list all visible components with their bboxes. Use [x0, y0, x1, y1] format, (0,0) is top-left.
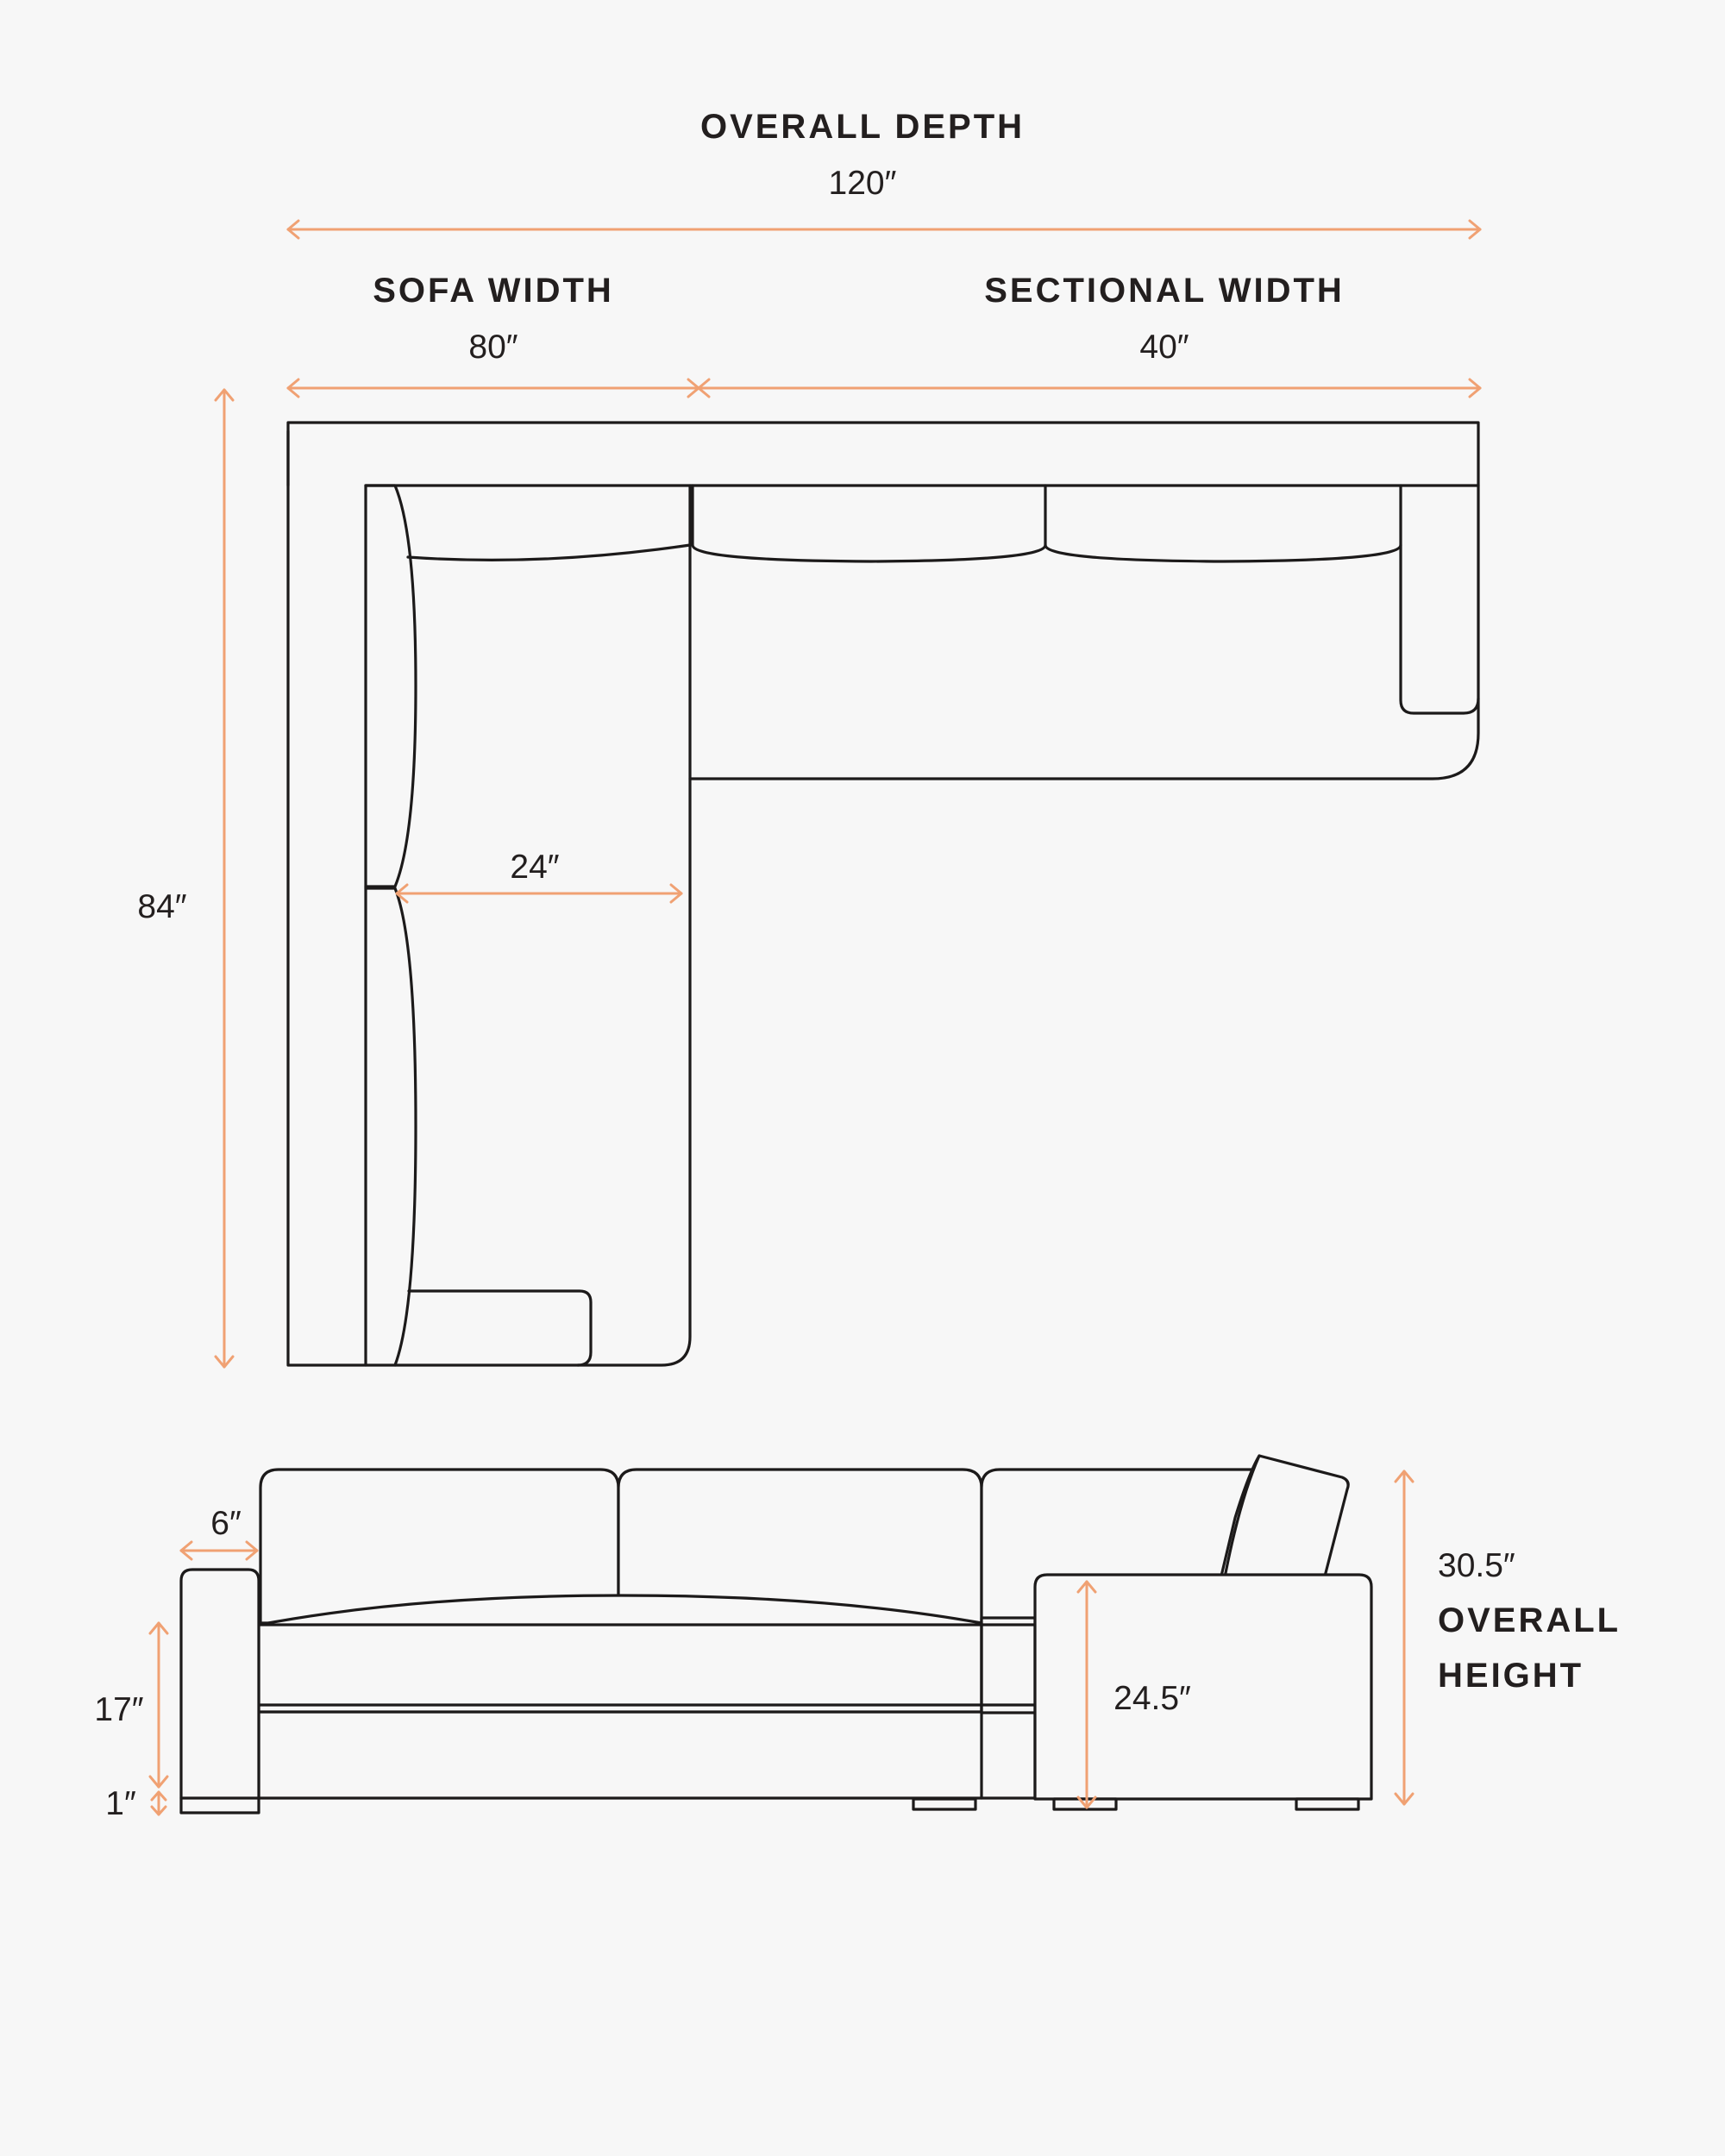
top-view-right-arm	[1399, 484, 1480, 715]
seat-depth-arrow	[395, 883, 683, 904]
arm-width-arrow	[179, 1540, 259, 1561]
top-view-chaise-arm	[407, 1289, 593, 1367]
top-view-outer-frame	[286, 421, 1480, 1367]
sectional-width-value: 40″	[1139, 329, 1189, 366]
top-view-chaise-side-cushion-1	[364, 484, 417, 888]
arm-width-value: 6″	[210, 1505, 242, 1542]
dimension-lines	[148, 219, 1482, 1816]
front-view-chaise-seat	[980, 1616, 1037, 1714]
front-view-leg-3	[1295, 1797, 1360, 1811]
arm-height-arrow	[1076, 1580, 1097, 1809]
leg-height-value: 1″	[105, 1785, 136, 1822]
front-view-base	[257, 1710, 1037, 1800]
sectional-width-arrow	[697, 378, 1482, 398]
dimension-labels: OVERALL DEPTH 120″ SOFA WIDTH 80″ SECTIO…	[94, 108, 1621, 1822]
front-view-right-arm	[1033, 1573, 1373, 1801]
top-view-chaise-back-cushion-top	[406, 543, 692, 561]
front-view-throw-pillow-edge	[1216, 1454, 1261, 1625]
seat-depth-value: 24″	[510, 849, 559, 886]
front-view-seat-cushion	[257, 1594, 983, 1714]
overall-height-arrow	[1394, 1470, 1414, 1806]
overall-height-label-line1: OVERALL	[1438, 1601, 1621, 1639]
depth-value: 84″	[137, 888, 186, 925]
sofa-width-value: 80″	[468, 329, 518, 366]
top-view	[286, 421, 1480, 1367]
front-view-leg-1	[912, 1797, 977, 1811]
seat-height-arrow	[148, 1621, 169, 1789]
overall-depth-value: 120″	[829, 165, 897, 202]
top-view-back-cushion-2	[1044, 543, 1402, 563]
front-view	[179, 1454, 1373, 1814]
leg-height-arrow	[150, 1790, 167, 1816]
depth-arrow	[214, 388, 235, 1369]
overall-depth-arrow	[286, 219, 1482, 240]
sofa-width-label: SOFA WIDTH	[373, 272, 614, 310]
top-view-chaise-side-cushion-2	[364, 887, 417, 1367]
overall-depth-label: OVERALL DEPTH	[700, 108, 1025, 146]
top-view-back-cushion-1	[691, 484, 1047, 563]
arm-height-value: 24.5″	[1113, 1680, 1191, 1717]
overall-height-label-line2: HEIGHT	[1438, 1657, 1584, 1695]
seat-height-value: 17″	[94, 1691, 143, 1728]
front-view-left-arm	[179, 1568, 260, 1814]
sectional-width-label: SECTIONAL WIDTH	[984, 272, 1345, 310]
overall-height-value: 30.5″	[1438, 1547, 1515, 1584]
